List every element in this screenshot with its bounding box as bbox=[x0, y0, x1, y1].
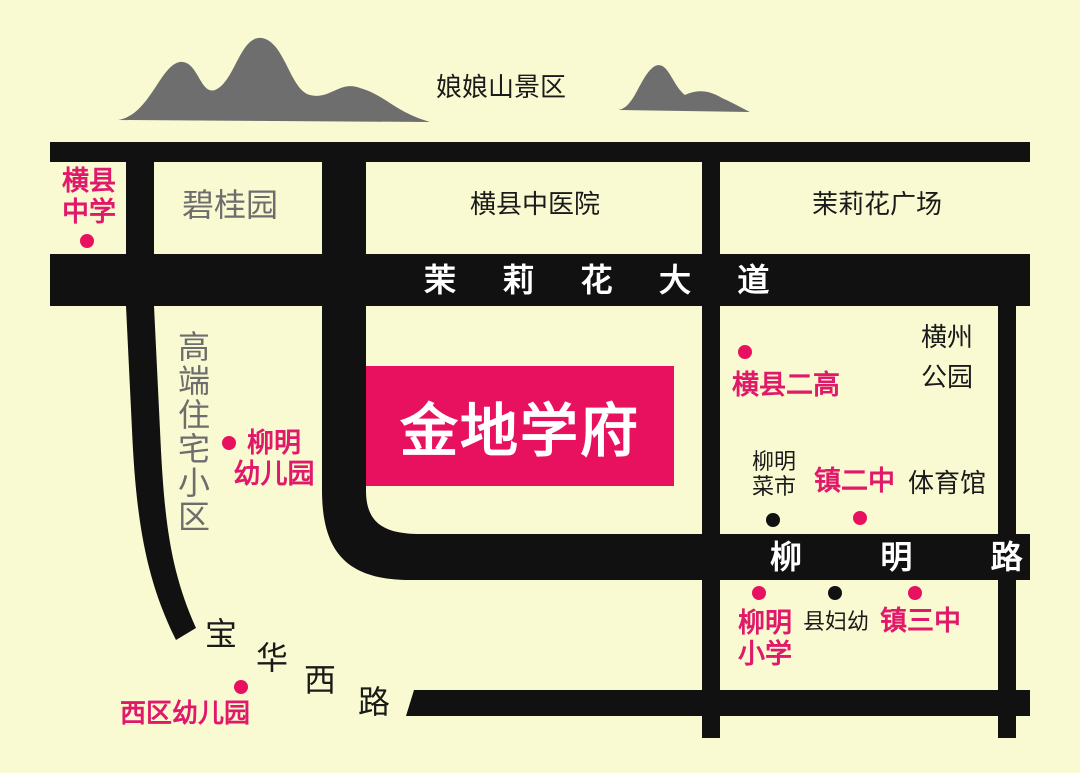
liuming-kindergarten-line2: 幼儿园 bbox=[233, 459, 315, 491]
hengxian-no2-high-marker bbox=[738, 345, 752, 359]
hengzhou-park-line2: 公园 bbox=[920, 362, 973, 393]
middle-curve-road bbox=[322, 142, 1030, 580]
xiqu-kindergarten-marker bbox=[234, 680, 248, 694]
tcm-hospital-label: 横县中医院 bbox=[470, 190, 601, 220]
far-right-road bbox=[998, 306, 1016, 738]
jasmine-avenue-road bbox=[50, 254, 1030, 306]
town-no2-middle-label: 镇二中 bbox=[814, 466, 895, 497]
baohua-road-char-2: 华 bbox=[256, 639, 289, 677]
baohua-road-char-4: 路 bbox=[358, 683, 391, 721]
residential-area-label: 高端住宅小区 bbox=[173, 330, 211, 534]
jasmine-avenue-label: 茉 莉 花 大 道 bbox=[424, 261, 787, 299]
project-name: 金地学府 bbox=[399, 397, 640, 465]
town-no3-middle-marker bbox=[908, 586, 922, 600]
top-road bbox=[50, 142, 1030, 162]
liuming-road-label: 柳 明 路 bbox=[770, 538, 1057, 576]
stadium-label: 体育馆 bbox=[908, 469, 987, 499]
left-road-upper bbox=[126, 142, 154, 306]
jasmine-square-label: 茉莉花广场 bbox=[812, 190, 943, 220]
project-highlight-box: 金地学府 bbox=[366, 366, 674, 486]
liuming-primary-line1: 柳明 bbox=[738, 608, 792, 639]
town-no2-middle-marker bbox=[853, 511, 867, 525]
liuming-kindergarten-label: 柳明 幼儿园 bbox=[232, 428, 316, 490]
baohua-road-char-1: 宝 bbox=[205, 615, 238, 653]
hengxian-middle-line2: 中学 bbox=[62, 197, 116, 229]
mountain-left bbox=[118, 37, 430, 123]
liuming-kindergarten-line1: 柳明 bbox=[247, 428, 301, 459]
baohua-road-char-3: 西 bbox=[304, 661, 337, 699]
hengzhou-park-line1: 横州 bbox=[920, 323, 973, 353]
liuming-market-line1: 柳明 bbox=[751, 450, 796, 475]
hengxian-middle-line1: 横县 bbox=[62, 166, 116, 197]
liuming-kindergarten-marker bbox=[222, 436, 236, 450]
hengxian-no2-high-label: 横县二高 bbox=[732, 370, 840, 401]
maternal-child-marker bbox=[828, 586, 842, 600]
liuming-primary-label: 柳明 小学 bbox=[734, 608, 796, 670]
town-no3-middle-label: 镇三中 bbox=[880, 606, 961, 637]
hengxian-middle-school-label: 横县 中学 bbox=[58, 166, 120, 228]
liuming-primary-marker bbox=[752, 586, 766, 600]
baohua-west-road bbox=[406, 690, 1030, 716]
mountain-right bbox=[618, 65, 750, 112]
liuming-market-line2: 菜市 bbox=[751, 475, 796, 501]
liuming-market-label: 柳明 菜市 bbox=[748, 450, 800, 501]
right-vertical-road bbox=[702, 142, 720, 738]
scenic-area-label: 娘娘山景区 bbox=[436, 73, 567, 103]
hengzhou-park-label: 横州 公园 bbox=[914, 323, 980, 394]
liuming-primary-line2: 小学 bbox=[738, 639, 792, 671]
maternal-child-label: 县妇幼 bbox=[803, 610, 870, 635]
xiqu-kindergarten-label: 西区幼儿园 bbox=[120, 699, 251, 729]
left-curve-road bbox=[126, 306, 196, 640]
hengxian-middle-school-marker bbox=[80, 234, 94, 248]
biguiyuan-label: 碧桂园 bbox=[182, 186, 279, 224]
liuming-market-marker bbox=[766, 513, 780, 527]
